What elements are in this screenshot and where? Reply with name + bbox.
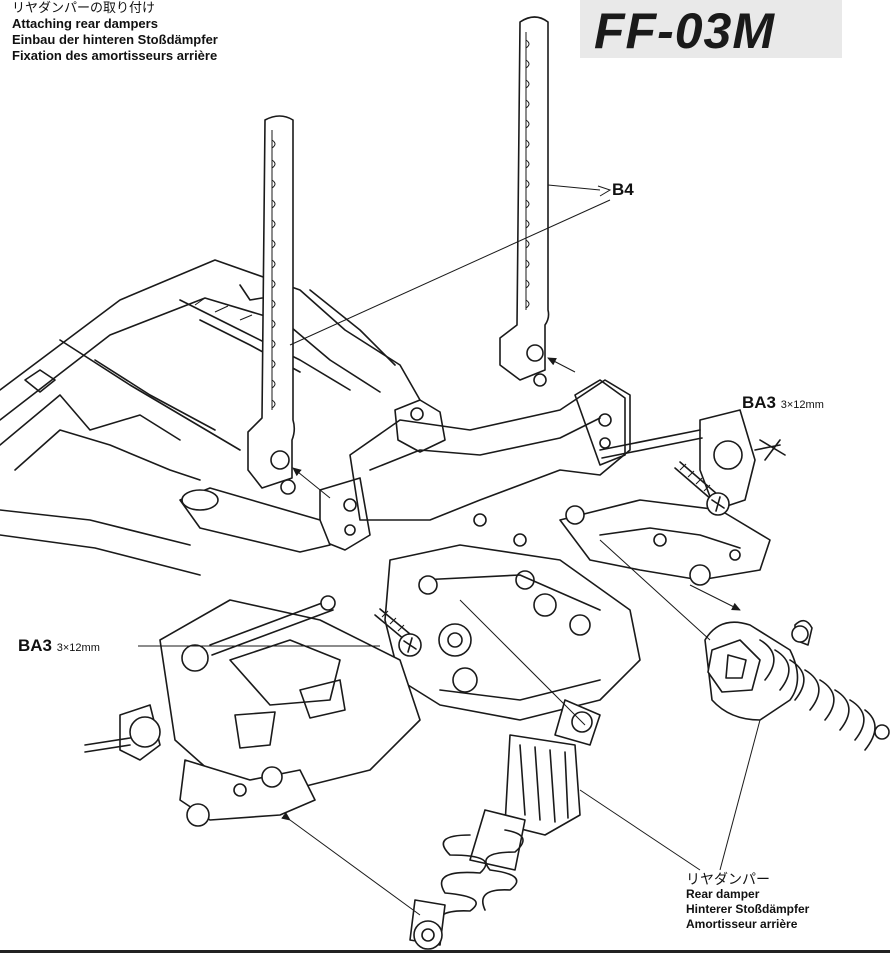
callout-ba3-right: BA3 3×12mm [742, 393, 824, 413]
damper-stay-right [499, 16, 550, 387]
ball-connectors [261, 505, 711, 788]
damper-stay-left [247, 115, 296, 495]
screw-ba3-right [674, 461, 730, 516]
callout-ba3-right-name: BA3 [742, 393, 777, 412]
turnbuckle-rods [209, 429, 703, 656]
rear-damper-lower [409, 699, 601, 950]
callout-ba3-left-name: BA3 [18, 636, 53, 655]
callout-ba3-right-size: 3×12mm [780, 399, 824, 411]
model-badge: FF-03M [580, 0, 842, 59]
rear-bulkhead [179, 379, 631, 553]
leader-lines [138, 184, 761, 871]
left-suspension-arm [84, 599, 421, 827]
chassis-frame [0, 259, 421, 576]
right-suspension-arm [559, 409, 786, 581]
assembly-arrows [281, 357, 741, 916]
title-fr: Fixation des amortisseurs arrière [12, 48, 218, 63]
damper-label-fr: Amortisseur arrière [686, 917, 798, 931]
model-name: FF-03M [594, 3, 775, 59]
rear-damper-label: リヤダンパー Rear damper Hinterer Stoßdämpfer … [686, 872, 809, 932]
damper-label-jp: リヤダンパー [686, 871, 770, 887]
callout-ba3-left-size: 3×12mm [56, 642, 100, 654]
bottom-rule [0, 950, 890, 953]
callout-ba3-left: BA3 3×12mm [18, 636, 100, 656]
rear-damper-right [704, 619, 890, 751]
damper-label-de: Hinterer Stoßdämpfer [686, 902, 810, 916]
screw-ba3-left [374, 608, 422, 657]
step-titles: リヤダンパーの取り付け Attaching rear dampers Einba… [12, 0, 218, 64]
damper-label-en: Rear damper [686, 887, 760, 901]
callout-b4: B4 [612, 180, 634, 200]
gearbox-housing [384, 544, 641, 721]
title-de: Einbau der hinteren Stoßdämpfer [12, 32, 218, 47]
callout-b4-text: B4 [612, 180, 634, 199]
title-en: Attaching rear dampers [12, 16, 158, 31]
title-jp: リヤダンパーの取り付け [12, 0, 156, 15]
